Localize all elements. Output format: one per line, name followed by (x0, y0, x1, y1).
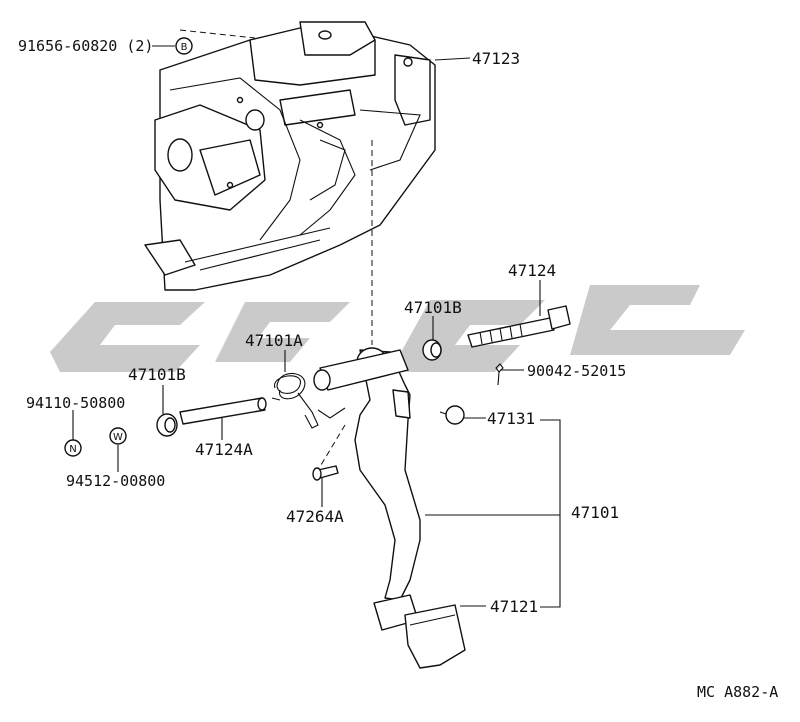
bushing-left (156, 413, 178, 437)
pin-47264A (312, 465, 339, 481)
leader-lines (72, 45, 561, 608)
label-47101: 47101 (571, 503, 619, 522)
collar-47124A (179, 397, 267, 425)
label-47131: 47131 (487, 409, 535, 428)
label-90042: 90042-52015 (527, 362, 626, 380)
label-91656: 91656-60820 (2) (18, 37, 153, 55)
bolt-47124 (467, 305, 571, 348)
bushing-top (422, 339, 442, 361)
badge-n-text: N (69, 444, 76, 455)
label-47264A: 47264A (286, 507, 344, 526)
label-47101A: 47101A (245, 331, 303, 350)
label-94512: 94512-00800 (66, 472, 165, 490)
label-47123: 47123 (472, 49, 520, 68)
badge-w-icon (109, 427, 127, 445)
dash-leader-bolt (179, 29, 256, 39)
spring-47101A (271, 372, 346, 429)
badge-b-text: B (181, 42, 188, 53)
clutch-pedal (313, 347, 466, 669)
dash-leader-pin (317, 424, 346, 471)
label-47101B-top: 47101B (404, 298, 462, 317)
diagram-reference: MC A882-A (697, 683, 778, 701)
stopper-47131 (439, 405, 465, 425)
label-47124: 47124 (508, 261, 556, 280)
badge-n-icon (64, 439, 82, 457)
clip-90042 (495, 363, 504, 386)
label-47101B-left: 47101B (128, 365, 186, 384)
label-47124A: 47124A (195, 440, 253, 459)
label-47121: 47121 (490, 597, 538, 616)
badge-w-text: W (113, 432, 123, 443)
label-94110: 94110-50800 (26, 394, 125, 412)
badge-b-icon (175, 37, 193, 55)
pedal-bracket (144, 21, 436, 291)
